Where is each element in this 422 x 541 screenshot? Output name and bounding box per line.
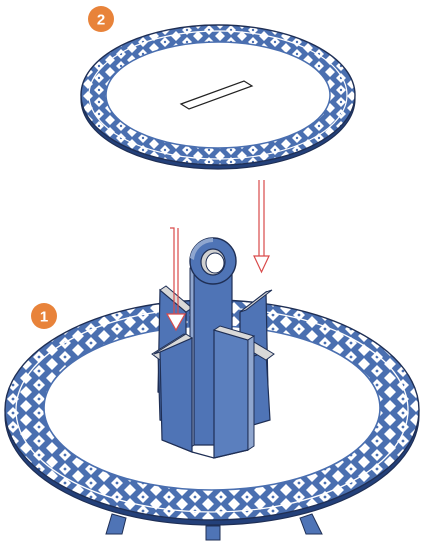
- step-badge-2: 2: [88, 6, 114, 32]
- top-plate: [81, 25, 355, 169]
- down-arrow-icon: [167, 228, 185, 330]
- down-arrow-icon: [254, 180, 269, 272]
- step-number: 1: [40, 309, 48, 326]
- step-number: 2: [97, 12, 105, 29]
- step-badge-1: 1: [31, 303, 57, 329]
